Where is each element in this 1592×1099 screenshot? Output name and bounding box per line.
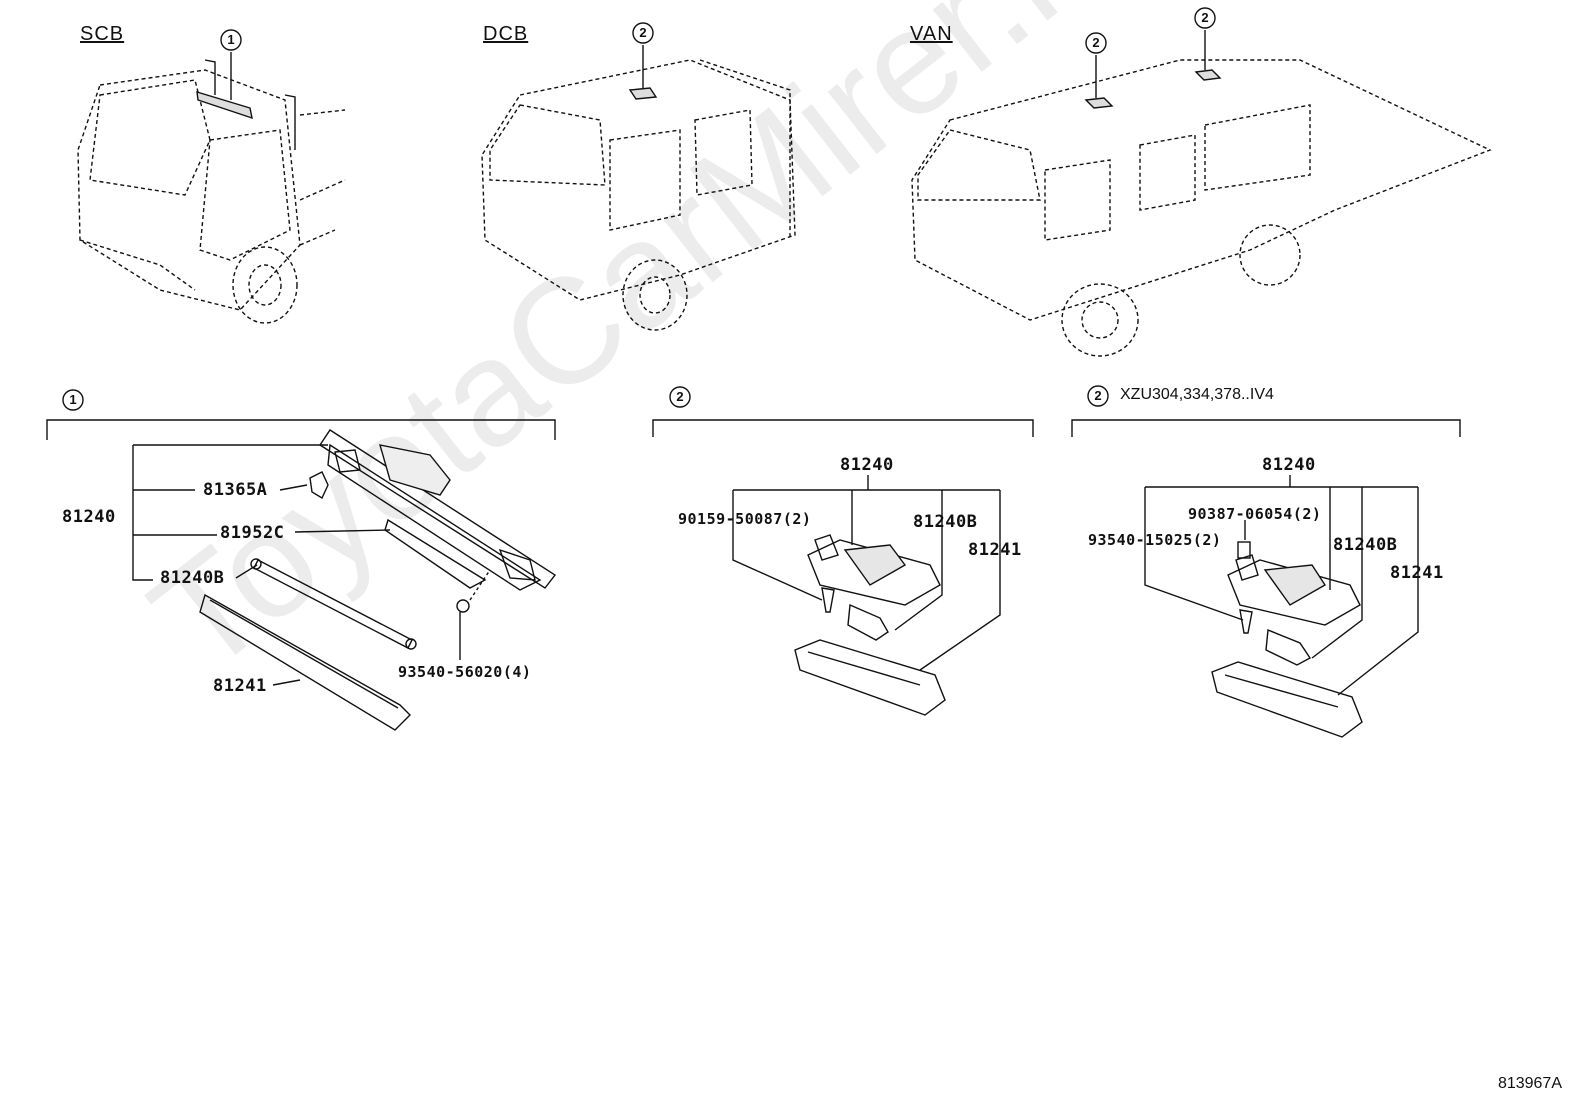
g1-part-81952C: 81952C (220, 523, 285, 543)
scb-truck-illustration (77, 69, 346, 324)
g3-bulb (1265, 628, 1312, 666)
g1-screw-93540 (456, 569, 491, 660)
scb-roof-lamp (196, 59, 296, 150)
g3-lamp-base (1227, 554, 1361, 626)
g3-lens (1211, 661, 1363, 738)
g1-lens-plate-81952C (384, 518, 487, 589)
callout-2-dcb: 2 (639, 25, 647, 40)
g2-screw (821, 587, 835, 613)
g3-nut (1237, 541, 1251, 559)
g1-lens-cover-81241 (199, 593, 411, 731)
callout-1-scb: 1 (227, 32, 235, 47)
group-3-model-code: XZU304,334,378..IV4 (1120, 386, 1274, 403)
g1-part-81241: 81241 (213, 676, 267, 696)
vehicle-label-scb: SCB (80, 23, 125, 45)
g3-screw (1239, 609, 1253, 634)
vehicle-label-van: VAN (910, 23, 953, 45)
g1-lamp-housing (319, 429, 557, 591)
callout-2-van-rear: 2 (1201, 10, 1209, 25)
g3-part-81240: 81240 (1262, 455, 1316, 475)
g2-lamp-base (807, 534, 941, 606)
g3-part-93540-15025: 93540-15025(2) (1088, 531, 1222, 549)
g2-lens (794, 639, 946, 716)
g3-part-81240B: 81240B (1333, 535, 1398, 555)
g2-leader-lines (732, 475, 1001, 671)
g3-part-81241: 81241 (1390, 563, 1444, 583)
callout-leader-dcb (632, 22, 654, 88)
callout-group-3: 2 (1094, 388, 1102, 403)
dcb-roof-lamp (628, 87, 658, 100)
callout-group-2: 2 (676, 389, 684, 404)
g2-part-90159-50087: 90159-50087(2) (678, 510, 812, 528)
g2-part-81240B: 81240B (913, 512, 978, 532)
g2-part-81240: 81240 (840, 455, 894, 475)
g1-clip-81365A (309, 471, 329, 500)
van-roof-lamp-front (1084, 97, 1114, 109)
van-roof-lamp-rear (1194, 69, 1222, 81)
group-2-bracket (652, 386, 1034, 437)
g1-part-81365A: 81365A (203, 480, 268, 500)
dcb-truck-illustration (481, 59, 796, 331)
vehicle-label-dcb: DCB (483, 23, 529, 45)
group-3-bracket (1071, 385, 1461, 437)
g3-leader-lines (1144, 475, 1419, 696)
g1-part-81240B: 81240B (160, 568, 225, 588)
van-illustration (911, 59, 1492, 357)
callout-group-1: 1 (69, 392, 77, 407)
diagram-code: 813967A (1497, 1075, 1562, 1092)
callout-leader-van-rear (1194, 7, 1216, 70)
g1-part-93540-56020: 93540-56020(4) (398, 663, 532, 681)
group-1-bracket (46, 389, 556, 440)
g2-part-81241: 81241 (968, 540, 1022, 560)
g1-part-81240: 81240 (62, 507, 116, 527)
callout-leader-scb (220, 29, 242, 100)
callout-leader-van-front (1085, 32, 1107, 98)
g2-bulb (847, 603, 889, 641)
g3-part-90387-06054: 90387-06054(2) (1188, 505, 1322, 523)
g1-leader-lines (132, 444, 391, 686)
callout-2-van-front: 2 (1092, 35, 1100, 50)
